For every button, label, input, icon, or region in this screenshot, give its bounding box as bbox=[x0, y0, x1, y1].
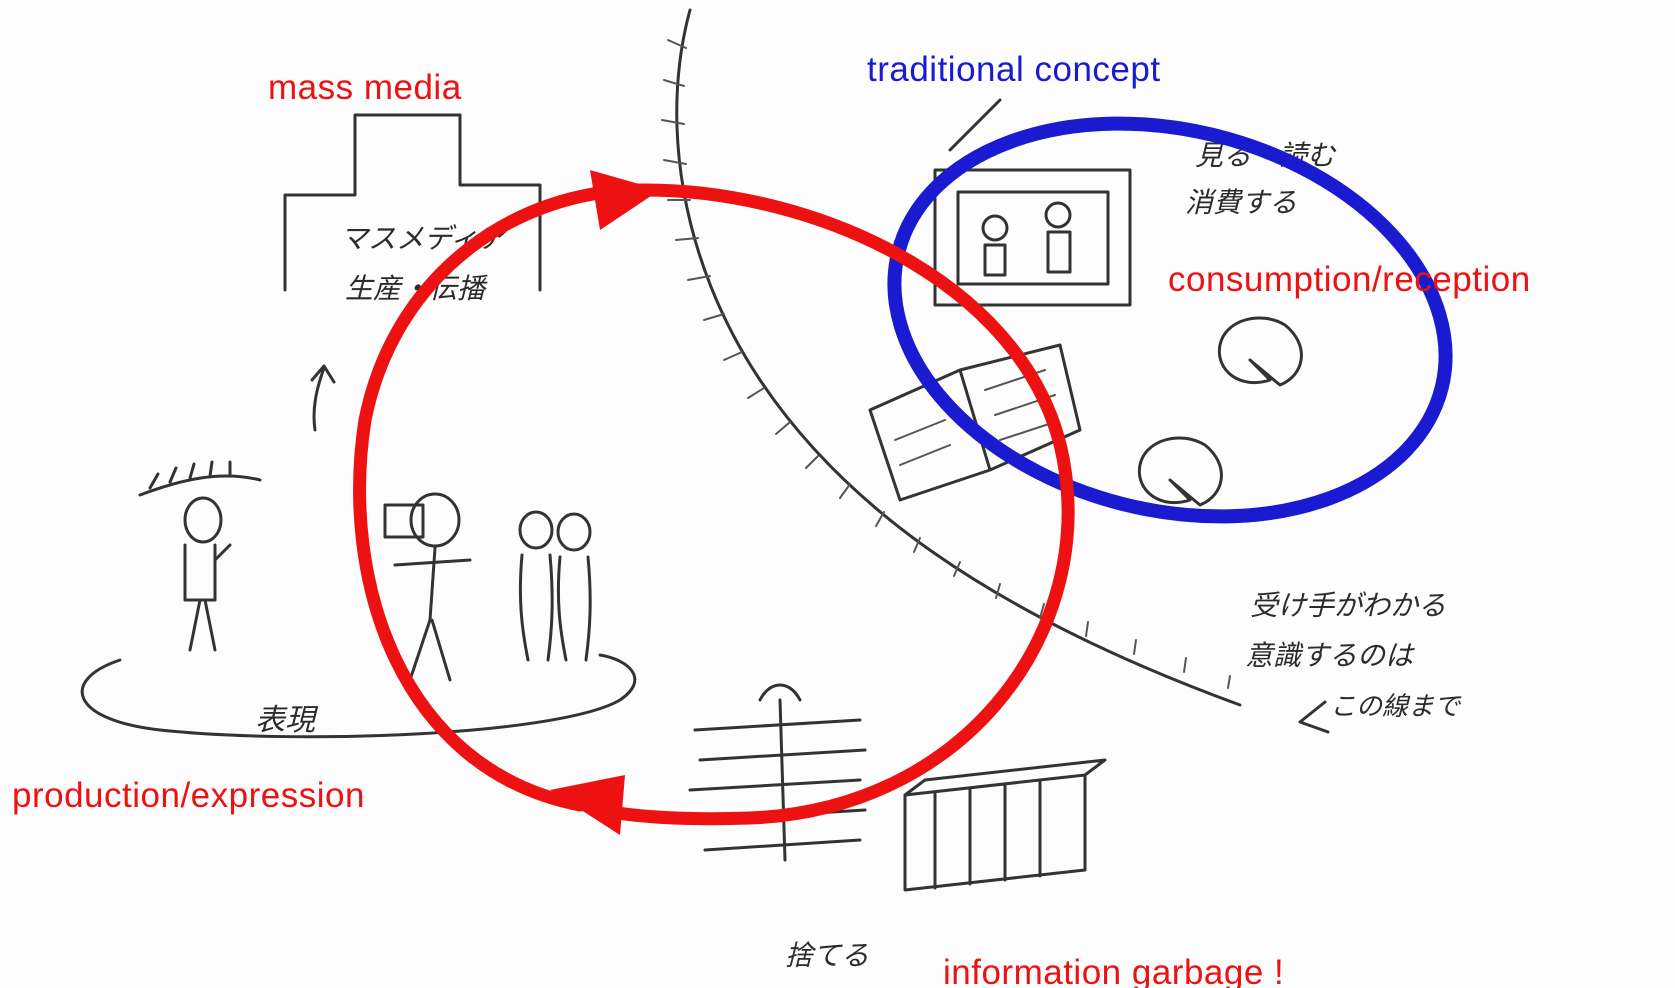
tv-person-2 bbox=[1044, 201, 1072, 229]
awareness-note-line-2: 意識するのは bbox=[1245, 639, 1415, 672]
headdress bbox=[138, 460, 262, 497]
audience-head-1 bbox=[518, 510, 554, 550]
up-arrow bbox=[310, 364, 336, 432]
cycle-loop bbox=[353, 183, 1075, 826]
mass-media-building bbox=[283, 113, 542, 292]
tv-frame bbox=[933, 168, 1132, 307]
tv-screen bbox=[956, 190, 1110, 286]
label-mass-media: mass media bbox=[268, 68, 462, 107]
audience-head-2 bbox=[556, 512, 592, 552]
expression-note: 表現 bbox=[255, 703, 319, 738]
cycle-arrowhead-top bbox=[590, 170, 660, 230]
label-consumption-reception: consumption/reception bbox=[1168, 260, 1531, 299]
label-traditional-concept: traditional concept bbox=[867, 50, 1161, 89]
performer-head bbox=[183, 496, 223, 544]
cameraman-body bbox=[393, 546, 472, 682]
label-information-garbage: information garbage ! bbox=[943, 953, 1285, 988]
label-production-expression: production/expression bbox=[12, 776, 365, 815]
audience-bodies bbox=[518, 553, 592, 662]
cycle-arrowhead-bottom bbox=[550, 775, 625, 835]
performer-body bbox=[183, 543, 232, 652]
consumer-pacman-1 bbox=[1217, 316, 1303, 387]
camera bbox=[383, 503, 425, 539]
tv-person-bodies bbox=[983, 230, 1072, 277]
boundary-hatching bbox=[661, 39, 1231, 689]
traditional-concept-ellipse bbox=[887, 116, 1453, 524]
awareness-note-line-3: この線まで bbox=[1330, 692, 1462, 722]
traditional-pointer bbox=[948, 98, 1002, 152]
discard-note: 捨てる bbox=[785, 939, 869, 972]
consumer-pacman-2 bbox=[1137, 436, 1223, 507]
tv-person-1 bbox=[981, 214, 1009, 242]
awareness-note-line-1: 受け手がわかる bbox=[1250, 589, 1446, 622]
expression-stage bbox=[80, 653, 637, 739]
newspaper bbox=[868, 343, 1082, 502]
consume-note-line-2: 消費する bbox=[1185, 186, 1297, 219]
newspaper-lines bbox=[894, 369, 1056, 466]
awareness-arrow bbox=[1298, 700, 1330, 734]
book-stack bbox=[903, 758, 1107, 892]
cameraman-head bbox=[409, 492, 461, 548]
